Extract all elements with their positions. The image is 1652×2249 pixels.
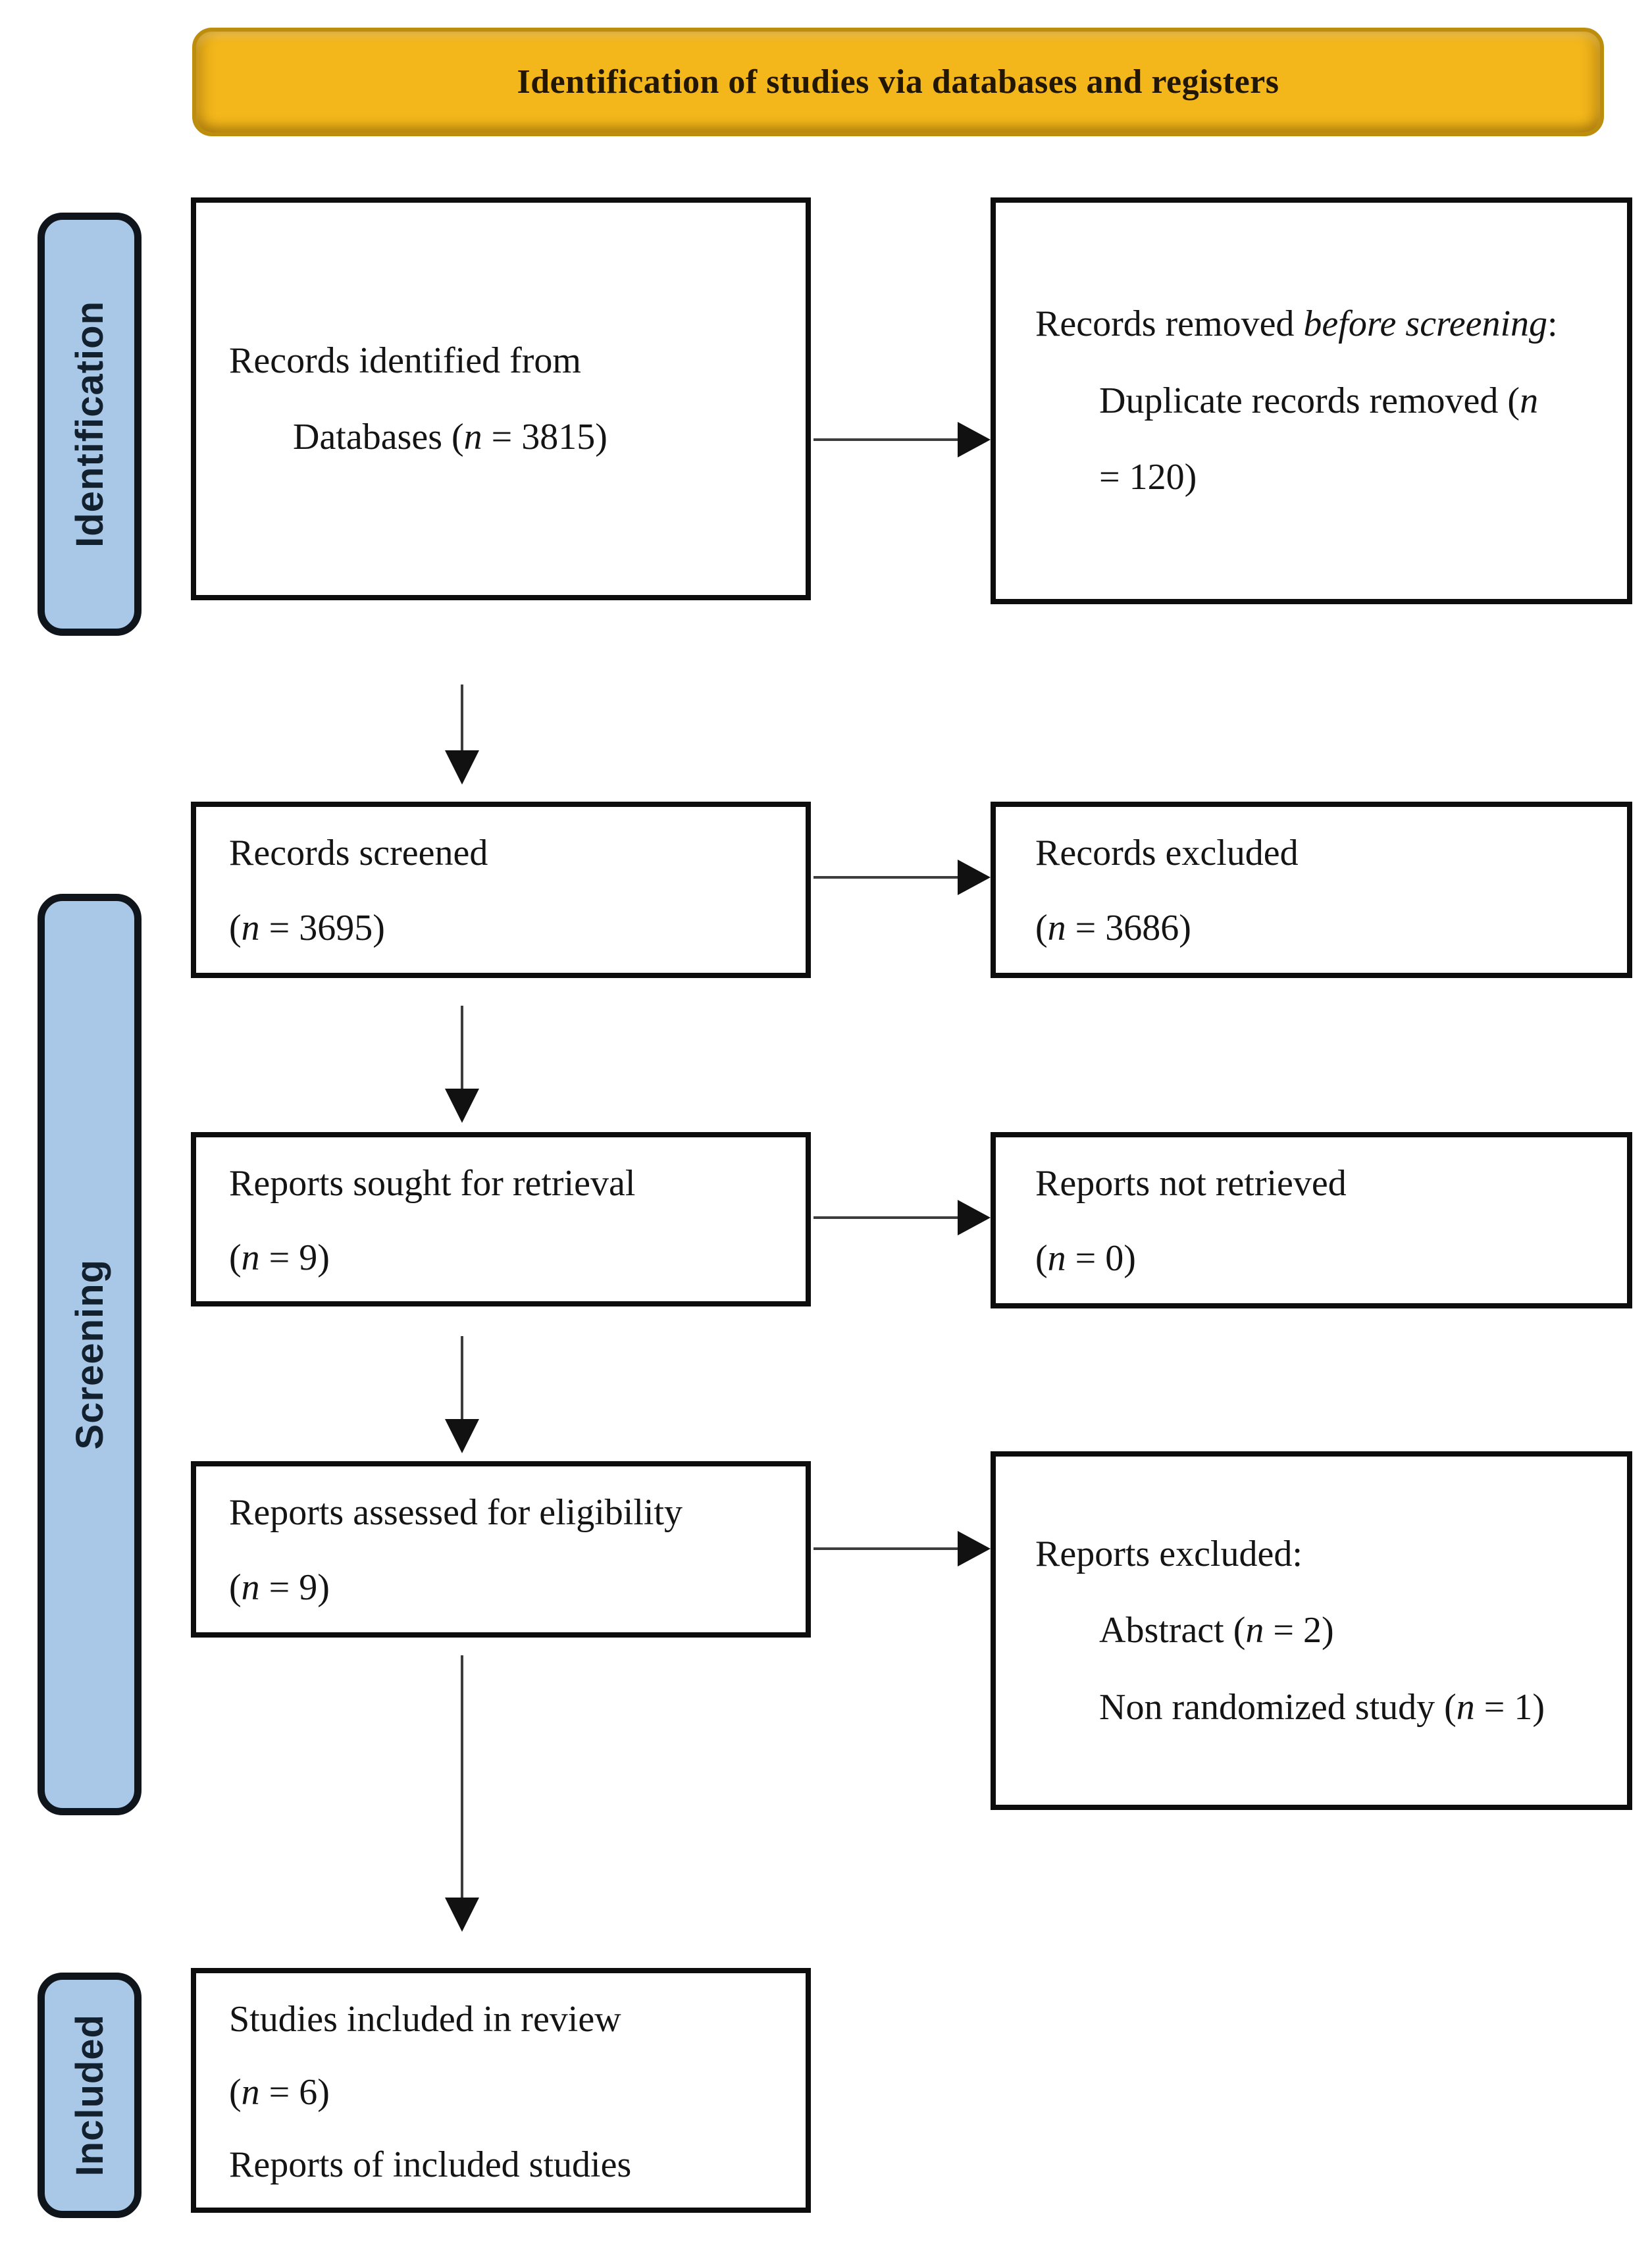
box-text-line: (n = 0) bbox=[1035, 1238, 1136, 1279]
box-records-removed-before-screening: Records removed before screening: Duplica… bbox=[991, 197, 1632, 604]
stage-bar-identification: Identification bbox=[38, 213, 142, 636]
box-reports-not-retrieved: Reports not retrieved (n = 0) bbox=[991, 1132, 1632, 1308]
arrow-stem bbox=[461, 1336, 463, 1420]
box-text-line: Reports not retrieved bbox=[1035, 1163, 1347, 1204]
arrow-right-icon bbox=[958, 422, 991, 457]
arrow-right-icon bbox=[958, 860, 991, 895]
arrow-down-icon bbox=[445, 750, 479, 785]
box-text-line: Non randomized study (n = 1) bbox=[1099, 1686, 1545, 1728]
box-text-line: (n = 3695) bbox=[229, 908, 385, 948]
arrow-stem bbox=[813, 876, 959, 879]
box-text-line: (n = 6) bbox=[229, 2071, 330, 2113]
box-text-line: Reports assessed for eligibility bbox=[229, 1492, 683, 1533]
box-text-line: (n = 9) bbox=[229, 1237, 330, 1278]
arrow-sought-to-assessed bbox=[445, 1336, 479, 1453]
arrow-stem bbox=[461, 1655, 463, 1899]
box-reports-assessed-for-eligibility: Reports assessed for eligibility (n = 9) bbox=[191, 1461, 811, 1638]
arrow-stem bbox=[813, 1547, 959, 1550]
stage-label-screening: Screening bbox=[68, 1259, 111, 1450]
box-text-line: Records identified from bbox=[229, 340, 581, 381]
box-text-line: Records excluded bbox=[1035, 833, 1299, 873]
arrow-stem bbox=[813, 1216, 959, 1219]
arrow-right-icon bbox=[958, 1531, 991, 1566]
arrow-down-icon bbox=[445, 1089, 479, 1123]
box-text-line: (n = 9) bbox=[229, 1567, 330, 1608]
arrow-stem bbox=[813, 438, 959, 441]
box-text-line: Reports of included studies bbox=[229, 2144, 632, 2186]
arrow-stem bbox=[461, 1006, 463, 1090]
stage-bar-screening: Screening bbox=[38, 894, 142, 1815]
box-text-line: Databases (n = 3815) bbox=[293, 417, 607, 457]
box-text-line: Duplicate records removed (n bbox=[1099, 380, 1539, 421]
box-reports-sought-for-retrieval: Reports sought for retrieval (n = 9) bbox=[191, 1132, 811, 1306]
banner: Identification of studies via databases … bbox=[192, 28, 1604, 136]
box-text-line: Reports excluded: bbox=[1035, 1533, 1303, 1574]
box-records-excluded: Records excluded (n = 3686) bbox=[991, 802, 1632, 978]
stage-label-identification: Identification bbox=[68, 301, 111, 548]
box-text-line: Records removed before screening: bbox=[1035, 303, 1558, 345]
box-text-line: Records screened bbox=[229, 833, 488, 873]
arrow-assessed-to-included bbox=[445, 1655, 479, 1932]
arrow-down-icon bbox=[445, 1898, 479, 1932]
box-text-line: = 120) bbox=[1099, 457, 1197, 498]
box-text-line: Abstract (n = 2) bbox=[1099, 1610, 1334, 1651]
box-text-line: Studies included in review bbox=[229, 1999, 621, 2040]
box-records-screened: Records screened (n = 3695) bbox=[191, 802, 811, 978]
banner-title: Identification of studies via databases … bbox=[517, 63, 1279, 101]
arrow-identified-to-screened bbox=[445, 685, 479, 785]
box-text-line: (n = 3686) bbox=[1035, 908, 1191, 948]
stage-bar-included: Included bbox=[38, 1973, 142, 2218]
arrow-right-icon bbox=[958, 1200, 991, 1235]
box-reports-excluded: Reports excluded: Abstract (n = 2) Non ran… bbox=[991, 1451, 1632, 1810]
arrow-screened-to-sought bbox=[445, 1006, 479, 1123]
arrow-down-icon bbox=[445, 1419, 479, 1453]
stage-label-included: Included bbox=[68, 2014, 111, 2177]
box-studies-included-in-review: Studies included in review (n = 6) Reports… bbox=[191, 1968, 811, 2213]
box-text-line: Reports sought for retrieval bbox=[229, 1163, 636, 1204]
arrow-stem bbox=[461, 685, 463, 752]
